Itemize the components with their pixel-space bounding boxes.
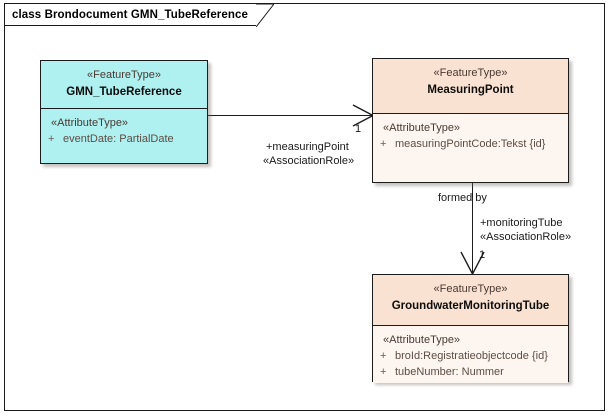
association-role-stereotype-measuring-point: «AssociationRole» xyxy=(263,155,355,167)
association-multiplicity-measuring-point: 1 xyxy=(355,123,362,135)
class-attributes-measuring-point: «AttributeType» + measuringPointCode:Tek… xyxy=(373,114,568,182)
class-name: GroundwaterMonitoringTube xyxy=(391,300,550,312)
association-role-stereotype-monitoring-tube: «AssociationRole» xyxy=(480,231,572,243)
class-header-measuring-point: «FeatureType» MeasuringPoint xyxy=(373,59,568,114)
attribute-compartment-stereotype: «AttributeType» xyxy=(51,117,129,129)
association-name-monitoring-tube: formed by xyxy=(438,192,487,204)
attribute-row: + broId:Registratieobjectcode {id} xyxy=(373,348,568,364)
attribute-visibility: + xyxy=(380,350,387,362)
association-line-monitoring-tube xyxy=(472,183,473,275)
class-box-gmn-tube-reference[interactable]: «FeatureType» GMN_TubeReference «Attribu… xyxy=(40,60,208,164)
title-tab-fold-icon xyxy=(256,4,274,27)
association-role-monitoring-tube: +monitoringTube xyxy=(480,217,563,229)
attribute-signature: tubeNumber: Nummer xyxy=(395,366,504,378)
class-name: MeasuringPoint xyxy=(427,84,514,96)
class-box-measuring-point[interactable]: «FeatureType» MeasuringPoint «AttributeT… xyxy=(372,58,569,183)
attribute-row: + eventDate: PartialDate xyxy=(41,131,207,147)
attribute-visibility: + xyxy=(380,366,387,378)
diagram-title: class Brondocument GMN_TubeReference xyxy=(12,8,248,21)
attribute-visibility: + xyxy=(380,138,387,150)
class-name: GMN_TubeReference xyxy=(66,86,182,98)
association-line-measuring-point xyxy=(207,115,373,116)
class-stereotype: «FeatureType» xyxy=(87,69,161,81)
attribute-signature: eventDate: PartialDate xyxy=(63,133,174,145)
class-attributes-gmn-tube-reference: «AttributeType» + eventDate: PartialDate xyxy=(41,109,207,163)
attribute-row: + measuringPointCode:Tekst {id} xyxy=(373,136,568,152)
attribute-compartment-stereotype: «AttributeType» xyxy=(383,122,461,134)
diagram-frame xyxy=(4,3,605,411)
attribute-visibility: + xyxy=(48,133,55,145)
association-role-measuring-point: +measuringPoint xyxy=(266,141,349,153)
association-multiplicity-monitoring-tube: 1 xyxy=(479,249,486,261)
attribute-signature: measuringPointCode:Tekst {id} xyxy=(395,138,546,150)
attribute-signature: broId:Registratieobjectcode {id} xyxy=(395,350,548,362)
class-box-groundwater-monitoring-tube[interactable]: «FeatureType» GroundwaterMonitoringTube … xyxy=(372,274,569,383)
class-stereotype: «FeatureType» xyxy=(433,283,508,295)
class-header-groundwater-monitoring-tube: «FeatureType» GroundwaterMonitoringTube xyxy=(373,275,568,326)
association-role-stereotype-monitoring-tube-clip: «AssociationRole» xyxy=(480,230,604,245)
attribute-compartment-stereotype: «AttributeType» xyxy=(383,334,461,346)
diagram-title-tab-body: class Brondocument GMN_TubeReference xyxy=(5,4,256,26)
attribute-row: + tubeNumber: Nummer xyxy=(373,364,568,380)
class-stereotype: «FeatureType» xyxy=(433,67,508,79)
diagram-title-tab: class Brondocument GMN_TubeReference xyxy=(4,3,274,27)
class-header-gmn-tube-reference: «FeatureType» GMN_TubeReference xyxy=(41,61,207,109)
class-attributes-groundwater-monitoring-tube: «AttributeType» + broId:Registratieobjec… xyxy=(373,326,568,383)
